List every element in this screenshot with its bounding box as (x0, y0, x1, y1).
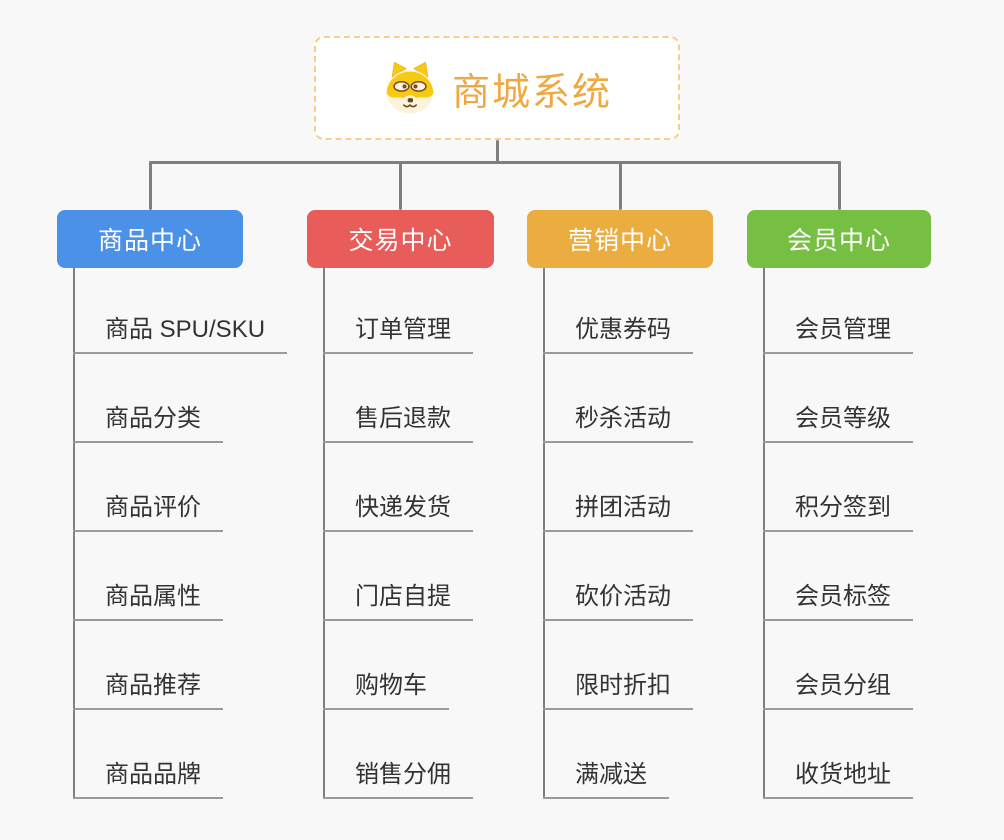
drop-connector-0 (148, 161, 152, 210)
branch-item[interactable]: 快递发货 (323, 493, 473, 532)
branch-item[interactable]: 砍价活动 (543, 582, 693, 621)
branch-line-2 (543, 268, 545, 798)
branch-item[interactable]: 销售分佣 (323, 760, 473, 799)
branch-header-1[interactable]: 交易中心 (307, 210, 494, 268)
root-node[interactable]: 商城系统 (314, 36, 680, 140)
branch-item[interactable]: 订单管理 (323, 315, 473, 354)
branch-item[interactable]: 会员等级 (763, 404, 913, 443)
root-stem-connector (495, 140, 499, 164)
branch-item[interactable]: 拼团活动 (543, 493, 693, 532)
branch-item[interactable]: 会员标签 (763, 582, 913, 621)
branch-item[interactable]: 优惠券码 (543, 315, 693, 354)
branch-item[interactable]: 会员管理 (763, 315, 913, 354)
branch-header-3[interactable]: 会员中心 (747, 210, 931, 268)
branch-item[interactable]: 商品评价 (73, 493, 223, 532)
branch-item[interactable]: 购物车 (323, 671, 449, 710)
bus-connector (148, 161, 841, 164)
branch-item[interactable]: 商品 SPU/SKU (73, 315, 288, 354)
branch-item[interactable]: 商品品牌 (73, 760, 223, 799)
drop-connector-1 (398, 161, 402, 210)
branch-item[interactable]: 商品推荐 (73, 671, 223, 710)
branch-line-3 (763, 268, 765, 798)
branch-line-1 (323, 268, 325, 798)
branch-item[interactable]: 门店自提 (323, 582, 473, 621)
drop-connector-3 (837, 161, 841, 210)
branch-item[interactable]: 满减送 (543, 760, 669, 799)
branch-header-2[interactable]: 营销中心 (527, 210, 713, 268)
drop-connector-2 (618, 161, 622, 210)
branch-header-0[interactable]: 商品中心 (57, 210, 243, 268)
branch-item[interactable]: 售后退款 (323, 404, 473, 443)
branch-item[interactable]: 商品分类 (73, 404, 223, 443)
branch-item[interactable]: 限时折扣 (543, 671, 693, 710)
branch-item[interactable]: 商品属性 (73, 582, 223, 621)
dog-face-icon (382, 60, 438, 116)
root-title: 商城系统 (451, 71, 612, 114)
branch-item[interactable]: 秒杀活动 (543, 404, 693, 443)
branch-item[interactable]: 收货地址 (763, 760, 913, 799)
branch-item[interactable]: 会员分组 (763, 671, 913, 710)
branch-line-0 (73, 268, 75, 798)
branch-item[interactable]: 积分签到 (763, 493, 913, 532)
